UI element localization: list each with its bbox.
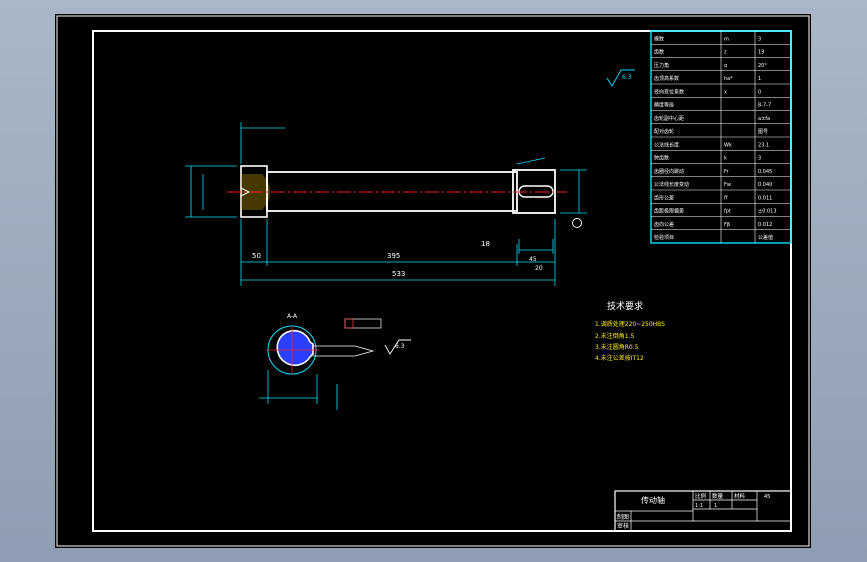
table-cell-label: 公法线长度: [654, 141, 679, 148]
table-cell-val: 3: [758, 36, 761, 42]
table-cell-sym: Fw: [724, 182, 731, 188]
table-cell-label: 齿数: [654, 49, 664, 56]
scale-value: 1:1: [695, 503, 703, 509]
tech-note: 4.未注公差按IT12: [595, 354, 644, 362]
table-cell-sym: Wk: [724, 142, 732, 148]
tech-note: 2.未注倒角1.5: [595, 332, 634, 340]
tech-note: 1.调质处理220~250HBS: [595, 320, 665, 328]
dim-left-step: 50: [252, 252, 261, 260]
checked-label: 审核: [617, 522, 629, 530]
roughness-keyway: [384, 339, 411, 355]
outer-border: [56, 15, 810, 547]
table-cell-val: 3: [758, 156, 761, 162]
material-value: 45: [764, 494, 770, 500]
section-view: A-A 6.3: [259, 313, 411, 410]
table-cell-sym: α: [724, 63, 728, 69]
dim-middle-length: 395: [387, 252, 400, 260]
table-cell-label: 齿轮副中心距: [654, 115, 684, 122]
material-label: 材料: [734, 492, 746, 500]
datum-circle: [572, 218, 582, 228]
roughness-general: 6.3: [606, 69, 635, 87]
drawn-label: 制图: [617, 513, 629, 521]
table-cell-label: 模数: [654, 35, 664, 42]
inner-border: [92, 30, 792, 532]
dim-total-length: 533: [392, 270, 405, 278]
table-cell-val: ±0.013: [758, 209, 777, 215]
table-cell-label: 精度等级: [654, 102, 674, 109]
table-cell-sym: x: [724, 89, 727, 95]
tech-requirements: 技术要求 1.调质处理220~250HBS 2.未注倒角1.5 3.未注圆角R0…: [595, 300, 665, 362]
section-label: A-A: [287, 313, 298, 320]
shaft-main-view: [227, 165, 567, 218]
table-cell-label: 齿向公差: [654, 221, 674, 228]
table-cell-sym: ff: [724, 195, 728, 201]
title-block: 传动轴 比例 数量 材料 1:1 1 45 制图 审核: [614, 490, 792, 532]
table-cell-val: 23.1: [758, 142, 769, 148]
section-circle: [276, 329, 314, 367]
scale-label: 比例: [695, 492, 707, 500]
dim-right-end: 20: [535, 265, 543, 272]
dim-keyway-len: 45: [529, 256, 537, 263]
table-cell-label: 跨齿数: [654, 155, 669, 162]
table-cell-sym: k: [724, 156, 727, 162]
table-cell-val: 1: [758, 76, 761, 82]
table-cell-val: 20°: [758, 63, 767, 69]
table-cell-val: 8-7-7: [758, 103, 771, 109]
table-cell-sym: m: [724, 36, 729, 42]
table-cell-val: 0.045: [758, 169, 772, 175]
table-cell-sym: z: [724, 50, 727, 56]
table-cell-val: 19: [758, 50, 764, 56]
table-cell-label: 检验项目: [654, 234, 674, 241]
table-cell-val: 0: [758, 89, 761, 95]
table-cell-val: 0.011: [758, 195, 772, 201]
table-cell-label: 齿顶高系数: [654, 75, 679, 82]
table-cell-val: a±fa: [758, 116, 770, 122]
table-cell-val: 公差值: [758, 234, 773, 241]
table-cell-label: 齿距极限偏差: [654, 208, 684, 215]
table-cell-val: 0.012: [758, 222, 772, 228]
table-cell-sym: ha*: [724, 76, 733, 82]
svg-text:6.3: 6.3: [622, 74, 632, 81]
parameter-table: 模数 m 3 齿数 z 19 压力角 α 20° 齿顶高系数 ha* 1 径向变位系数 x 0 精度等级 8-7…: [650, 30, 792, 244]
qty-label: 数量: [712, 492, 724, 500]
dim-right-key: 18: [481, 240, 490, 248]
table-cell-sym: fpt: [724, 209, 731, 215]
table-cell-val: 0.040: [758, 182, 772, 188]
table-cell-label: 齿圈径向跳动: [654, 168, 684, 175]
table-cell-label: 公法线长度变动: [654, 181, 689, 188]
table-cell-label: 齿形公差: [654, 194, 674, 201]
table-cell-label: 径向变位系数: [654, 88, 684, 95]
table-cell-sym: Fβ: [724, 222, 730, 228]
qty-value: 1: [714, 503, 717, 509]
tech-note: 3.未注圆角R0.5: [595, 343, 639, 351]
table-cell-label: 配对齿轮: [654, 128, 674, 135]
svg-text:6.3: 6.3: [395, 343, 405, 350]
cad-drawing: 50 395 18 533 45 20 6.3 A-A 6.3 技术要求 1.调…: [56, 15, 810, 547]
tech-title: 技术要求: [607, 300, 643, 312]
drawing-title: 传动轴: [641, 495, 665, 505]
table-cell-label: 压力角: [654, 62, 669, 69]
table-cell-val: 图号: [758, 129, 768, 135]
drawing-sheet: 50 395 18 533 45 20 6.3 A-A 6.3 技术要求 1.调…: [55, 14, 811, 548]
dimension-lines: [185, 122, 587, 286]
table-cell-sym: Fr: [724, 169, 730, 175]
